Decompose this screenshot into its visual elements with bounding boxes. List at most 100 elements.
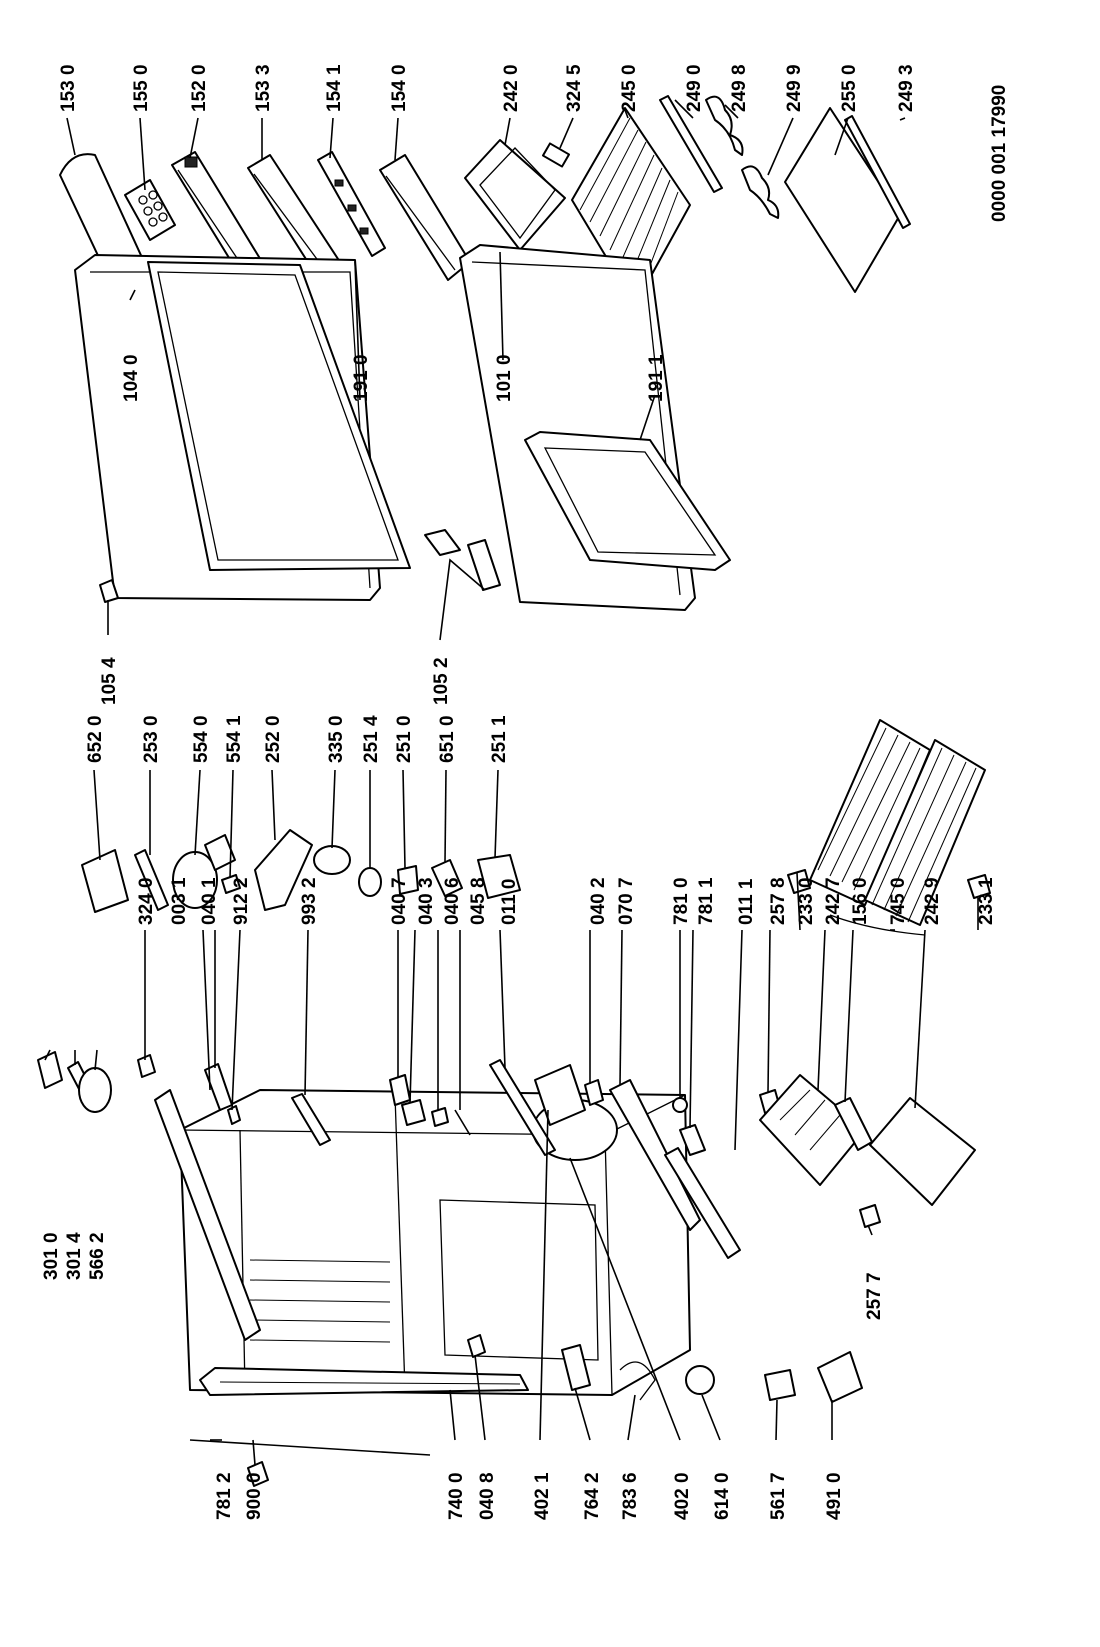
part-912-2-shape: [227, 1105, 241, 1125]
label-242-0: 242 0: [501, 64, 522, 112]
part-251-1-shape: [477, 854, 521, 899]
part-651-0-shape: [431, 859, 463, 897]
part-335-0-shape: [313, 845, 351, 875]
part-070-7-shape: [609, 1079, 701, 1231]
label-040-7: 040 7: [389, 877, 410, 925]
leader-lines: [44, 99, 979, 1466]
label-651-0: 651 0: [437, 715, 458, 763]
label-252-0: 252 0: [263, 715, 284, 763]
part-781-2-shape: [189, 1439, 431, 1456]
label-153-0: 153 0: [58, 64, 79, 112]
part-900-0-shape: [247, 1461, 269, 1487]
label-191-1: 191 1: [646, 354, 667, 402]
small-parts-group: [81, 829, 521, 913]
part-764-2-shape: [561, 1344, 591, 1391]
part-249-0-shape: [659, 95, 723, 193]
label-402-0: 402 0: [672, 1472, 693, 1520]
part-252-0-shape: [254, 829, 313, 911]
label-781-1: 781 1: [696, 877, 717, 925]
part-011-1-shape: [664, 1147, 741, 1259]
label-781-2: 781 2: [214, 1472, 235, 1520]
part-566-2-shape: [78, 1067, 112, 1113]
label-154-0: 154 0: [389, 64, 410, 112]
label-003-1: 003 1: [169, 877, 190, 925]
label-249-9: 249 9: [784, 64, 805, 112]
label-255-0: 255 0: [839, 64, 860, 112]
part-045-8-shape: [454, 1109, 471, 1136]
part-154-1-shape: [317, 151, 386, 257]
label-011-1: 011 1: [736, 878, 757, 925]
part-614-0-shape: [685, 1365, 715, 1395]
label-324-0: 324 0: [136, 877, 157, 925]
label-105-2: 105 2: [431, 657, 452, 705]
label-245-0: 245 0: [619, 64, 640, 112]
label-105-4: 105 4: [99, 657, 120, 705]
part-249-3-shape: [844, 115, 911, 229]
part-491-0-shape: [817, 1351, 863, 1403]
part-labels: 153 0 155 0 152 0 153 3 154 1 154 0 242 …: [41, 64, 1010, 1520]
label-249-3: 249 3: [896, 64, 917, 112]
label-070-7: 070 7: [616, 877, 637, 925]
part-154-0-shape: [379, 154, 471, 281]
label-104-0: 104 0: [121, 354, 142, 402]
part-253-0-shape: [134, 849, 169, 911]
label-045-8: 045 8: [468, 877, 489, 925]
part-191-1-shape: [524, 431, 731, 571]
part-554-1-shape: [221, 874, 241, 894]
label-011-0: 011 0: [499, 879, 520, 926]
part-249-8-shape: [705, 95, 744, 156]
label-324-5: 324 5: [564, 64, 585, 112]
part-040-6-shape: [431, 1107, 449, 1127]
label-993-2: 993 2: [299, 877, 320, 925]
part-301-0-shape: [37, 1051, 63, 1089]
doors-group: [74, 244, 731, 611]
part-242-9-shape: [869, 1097, 976, 1206]
label-191-0: 191 0: [351, 354, 372, 402]
part-324-0-shape: [137, 1054, 156, 1078]
part-040-2-shape: [584, 1079, 604, 1106]
label-040-6: 040 6: [442, 877, 463, 925]
compressor-group: [532, 1064, 863, 1403]
label-040-2: 040 2: [588, 877, 609, 925]
label-652-0: 652 0: [85, 715, 106, 763]
label-614-0: 614 0: [712, 1472, 733, 1520]
label-242-9: 242 9: [922, 877, 943, 925]
label-251-0: 251 0: [394, 715, 415, 763]
part-251-4-shape: [358, 867, 382, 897]
label-740-0: 740 0: [446, 1472, 467, 1520]
label-040-8: 040 8: [477, 1472, 498, 1520]
label-154-1: 154 1: [324, 64, 345, 112]
label-249-0: 249 0: [684, 64, 705, 112]
part-993-2-shape: [291, 1093, 331, 1146]
part-011-0-shape: [489, 1059, 556, 1156]
part-257-7-shape: [859, 1204, 881, 1228]
part-233-0-shape: [787, 869, 811, 894]
part-740-0-shape: [199, 1367, 529, 1396]
part-040-8-shape: [467, 1334, 486, 1358]
label-101-0: 101 0: [494, 354, 515, 402]
cabinet-body: [154, 1079, 701, 1396]
label-491-0: 491 0: [824, 1472, 845, 1520]
part-781-0-shape: [672, 1097, 688, 1113]
label-566-2: 566 2: [87, 1232, 108, 1280]
part-155-0-shape: [124, 179, 176, 241]
label-251-4: 251 4: [361, 715, 382, 763]
label-781-0: 781 0: [671, 877, 692, 925]
label-242-7: 242 7: [823, 877, 844, 925]
label-156-0: 156 0: [850, 877, 871, 925]
label-155-0: 155 0: [131, 64, 152, 112]
document-code: 0000 001 17990: [989, 85, 1010, 222]
label-764-2: 764 2: [582, 1472, 603, 1520]
part-040-3-shape: [401, 1099, 426, 1126]
part-003-1-shape: [154, 1089, 261, 1341]
label-335-0: 335 0: [326, 715, 347, 763]
label-257-7: 257 7: [864, 1272, 885, 1320]
label-402-1: 402 1: [532, 1472, 553, 1520]
label-783-6: 783 6: [620, 1472, 641, 1520]
label-251-1: 251 1: [489, 715, 510, 763]
part-324-5-shape: [541, 142, 571, 168]
label-554-0: 554 0: [191, 715, 212, 763]
label-233-1: 233 1: [976, 877, 997, 925]
label-912-2: 912 2: [231, 877, 252, 925]
